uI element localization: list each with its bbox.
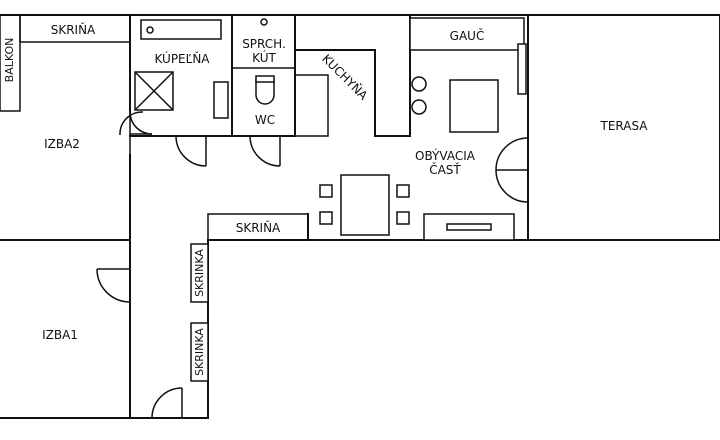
furniture (134, 17, 527, 382)
room-label-obyvacia-1: OBÝVACIA (415, 148, 476, 163)
room-label-sprch-1: SPRCH. (242, 37, 286, 51)
room-label-kupelna: KÚPEĽŇA (154, 51, 210, 66)
room-label-wc: WC (255, 113, 275, 127)
doors (96, 111, 529, 419)
furniture-label-skrinka-1: SKRINKA (193, 249, 206, 297)
room-label-sprch-2: KÚT (252, 50, 276, 65)
room-label-balkon: BALKON (3, 38, 16, 83)
room-label-izba2: IZBA2 (44, 137, 80, 151)
room-label-terasa: TERASA (599, 119, 648, 133)
furniture-label-skrinka-2: SKRINKA (193, 328, 206, 376)
room-label-obyvacia-2: ČASŤ (429, 162, 461, 177)
furniture-label-gauc: GAUČ (450, 28, 485, 43)
furniture-label-skrina-top: SKRIŇA (51, 22, 96, 37)
room-label-izba1: IZBA1 (42, 328, 78, 342)
furniture-label-skrina-mid: SKRIŇA (236, 220, 281, 235)
room-label-kuchyna: KUCHYŇA (319, 51, 371, 103)
walls (0, 14, 720, 419)
